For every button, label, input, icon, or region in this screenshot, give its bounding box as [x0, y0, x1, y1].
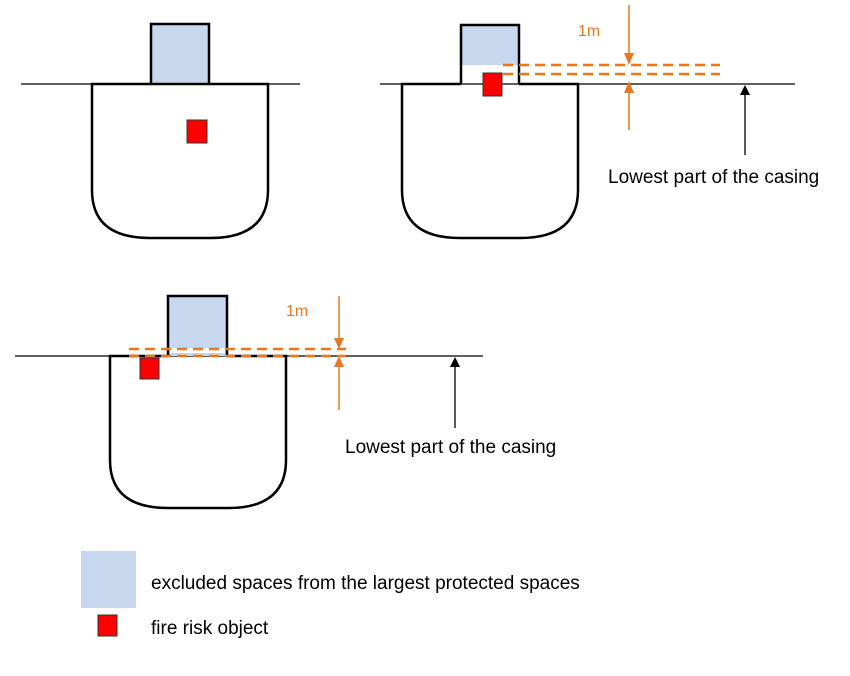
legend-label-fire-risk: fire risk object — [151, 618, 269, 639]
fire-risk-swatch — [97, 614, 118, 637]
casing-3 — [166, 294, 229, 356]
hull-1 — [90, 82, 270, 240]
legend-label-excluded: excluded spaces from the largest protect… — [151, 573, 580, 594]
excluded-space-swatch — [81, 551, 136, 608]
dimension-label-2: 1m — [578, 23, 600, 40]
hull-3 — [108, 354, 288, 510]
pointer-arrow-icon — [740, 85, 750, 95]
fire-risk-object-3 — [139, 357, 160, 380]
annotation-lowest-casing-3: Lowest part of the casing — [345, 437, 556, 458]
gap-band-3 — [170, 348, 225, 353]
casing-2 — [459, 23, 521, 84]
diagram-2: 1m Lowest part of the casing — [380, 5, 819, 240]
diagram-3: 1m Lowest part of the casing — [15, 294, 556, 510]
hull-2 — [400, 82, 580, 240]
arrow-up-icon — [624, 81, 634, 93]
casing-excluded-space-1 — [149, 22, 211, 86]
casing-excluded-space-2 — [461, 25, 519, 65]
arrow-up-icon — [334, 356, 344, 367]
diagram-1 — [21, 22, 300, 240]
fire-risk-object-2 — [482, 72, 503, 97]
pointer-arrow-icon — [450, 357, 460, 367]
fire-risk-object-1 — [186, 119, 208, 144]
casing-excluded-space-3 — [168, 296, 227, 356]
arrow-down-icon — [334, 338, 344, 349]
annotation-lowest-casing-2: Lowest part of the casing — [608, 167, 819, 188]
legend: excluded spaces from the largest protect… — [81, 551, 580, 639]
arrow-down-icon — [624, 53, 634, 65]
dimension-label-3: 1m — [286, 303, 308, 320]
